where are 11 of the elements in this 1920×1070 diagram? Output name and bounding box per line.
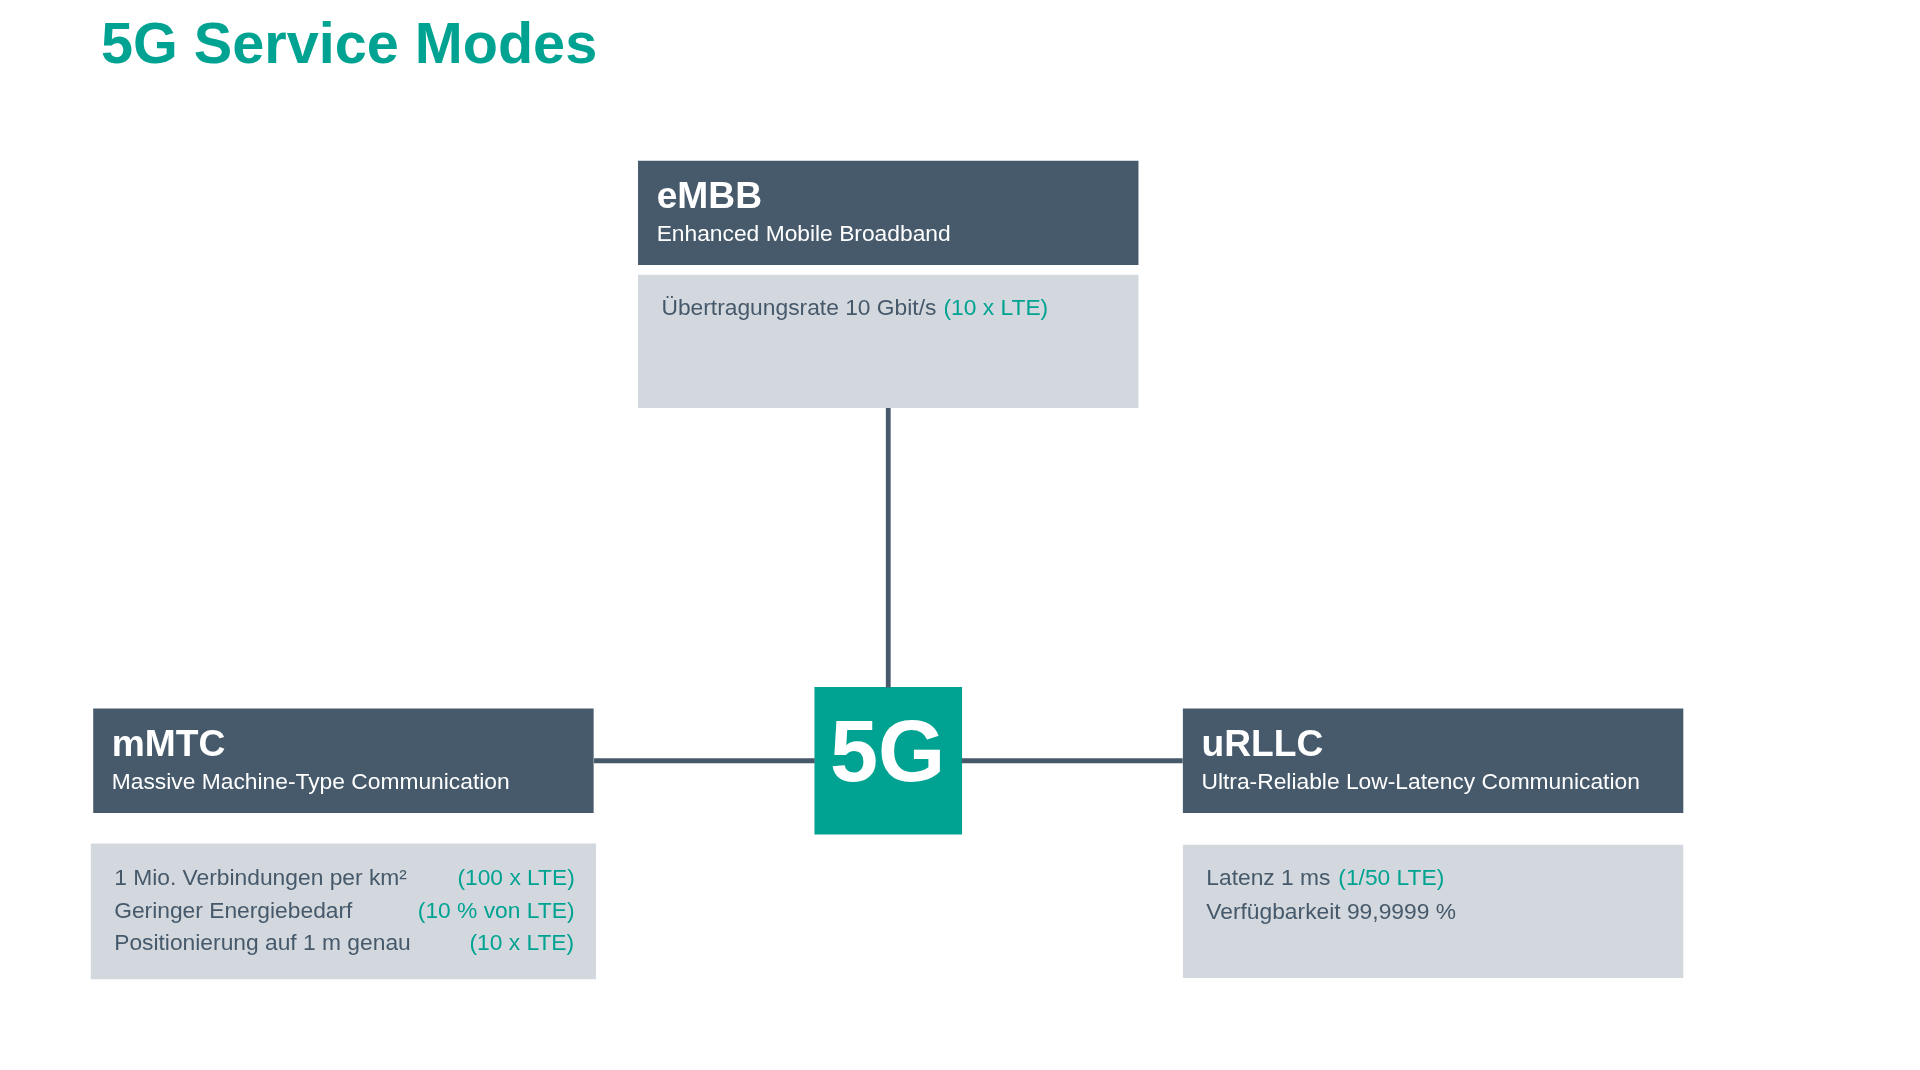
node-box: mMTC Massive Machine-Type Communication (92, 708, 594, 813)
node-box: uRLLC Ultra-Reliable Low-Latency Communication (1182, 708, 1683, 813)
connector (885, 408, 891, 688)
diagram-title: 5G Service Modes (100, 11, 597, 76)
node-box: 1 Mio. Verbindungen per km² (100 x LTE) Geringer Energiebedarf (10 % von LTE) Positionierung auf 1 m genau (10 x LTE) (90, 843, 596, 980)
connector (593, 758, 815, 764)
node-box: eMBB Enhanced Mobile Broadband (637, 160, 1138, 266)
node-box: Übertragungsrate 10 Gbit/s (10 x LTE) (637, 274, 1138, 408)
connector (961, 758, 1183, 764)
node-box: 5G (813, 686, 962, 835)
node-box: Latenz 1 ms (1/50 LTE) Verfügbarkeit 99,9999 % (1182, 844, 1683, 978)
